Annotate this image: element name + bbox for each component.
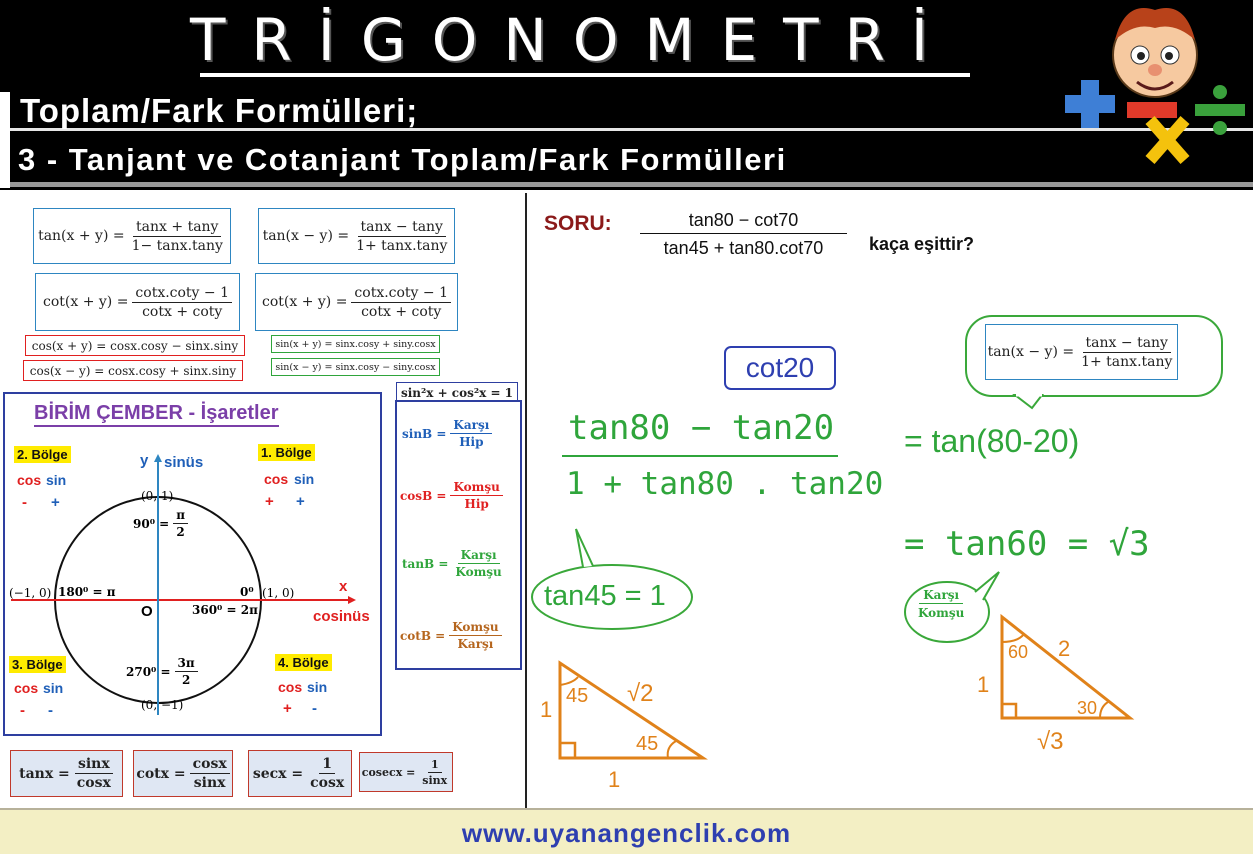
tri1-angle-right: 45: [636, 733, 659, 755]
point-top: (0, 1): [141, 489, 174, 503]
question-label: SORU:: [544, 212, 612, 235]
region-1-cos: cos: [264, 471, 289, 487]
cos-sum-formula: cos(x + y) = cosx.cosy − sinx.siny: [25, 335, 245, 356]
question-ask: kaça eşittir?: [869, 234, 975, 254]
ratio-karsi-komsu: Karşı Komşu: [918, 588, 965, 620]
tri2-angle-top: 60: [1008, 642, 1029, 662]
subtitle-topic: 3 - Tanjant ve Cotanjant Toplam/Fark For…: [18, 142, 787, 177]
angle-0: 0⁰: [240, 585, 254, 599]
subtitle-formulas: Toplam/Fark Formülleri;: [20, 92, 419, 129]
footer-bar: [0, 810, 1253, 854]
unit-circle-title: BİRİM ÇEMBER - İşaretler: [34, 402, 279, 427]
question-numerator: tan80 − cot70: [640, 210, 847, 234]
unit-circle-diagram: [11, 454, 356, 715]
region-4-cos-sign: +: [283, 700, 292, 717]
x-axis-name: cosinüs: [313, 608, 370, 625]
region-4-sin: sin: [307, 679, 328, 695]
region-1-sin: sin: [294, 471, 315, 487]
region-1-cos-sign: +: [265, 493, 274, 510]
tri2-side-a: 1: [977, 672, 990, 697]
tri1-hyp: √2: [627, 680, 654, 707]
region-4-cos: cos: [278, 679, 303, 695]
question-denominator: tan45 + tan80.cot70: [663, 238, 824, 258]
point-left: (−1, 0): [9, 586, 52, 600]
cos-diff-formula: cos(x − y) = cosx.cosy + sinx.siny: [23, 360, 243, 381]
region-3-label: 3. Bölge: [9, 656, 66, 673]
hand-denominator: 1 + tan80 . tan20: [566, 466, 884, 502]
region-3-cos-sign: -: [20, 702, 25, 719]
tri2-side-b: √3: [1037, 728, 1064, 755]
tan45-equals-one: tan45 = 1: [544, 580, 666, 612]
footer-website-link[interactable]: www.uyanangenclik.com: [461, 818, 792, 848]
sin-sum-formula: sin(x + y) = sinx.cosy + siny.cosx: [271, 335, 440, 353]
region-3-cos: cos: [14, 680, 39, 696]
point-bottom: (0, −1): [141, 698, 184, 712]
header-banner: [0, 0, 1253, 190]
tan45-bubble: [531, 528, 693, 630]
region-2-cos-sign: -: [22, 494, 27, 511]
equals-tan60-root3: = tan60 = √3: [904, 524, 1150, 564]
y-axis-name: sinüs: [164, 454, 204, 471]
title-underline: [200, 73, 970, 77]
angle-180: 180⁰ = π: [58, 585, 116, 599]
region-3-sin-sign: -: [48, 702, 53, 719]
angle-360: 360⁰ = 2π: [192, 603, 258, 617]
cot20-annotation: cot20: [724, 346, 836, 390]
header-left-edge: [0, 92, 10, 188]
ratio-bubble: [904, 571, 1000, 643]
sin-diff-formula: sin(x − y) = sinx.cosy − siny.cosx: [271, 358, 440, 376]
tri1-side-b: 1: [608, 767, 621, 792]
header-bottom-divider: [0, 182, 1253, 187]
region-2-sin: sin: [46, 472, 67, 488]
region-3-sin: sin: [43, 680, 64, 696]
hand-numerator: tan80 − tan20: [568, 408, 835, 448]
panel-divider: [525, 193, 527, 808]
tri1-side-a: 1: [540, 697, 553, 722]
tri2-hyp: 2: [1058, 636, 1071, 661]
header-divider: [0, 128, 1253, 131]
region-1-label: 1. Bölge: [258, 444, 315, 461]
y-axis-label: y: [140, 452, 149, 469]
region-2-cos: cos: [17, 472, 42, 488]
x-axis-label: x: [339, 578, 348, 595]
trig-definitions-panel: [395, 400, 522, 670]
region-4-sin-sign: -: [312, 700, 317, 717]
hand-fraction-bar: [562, 455, 838, 457]
origin-label: O: [141, 603, 153, 620]
triangle-45-45-90: [558, 660, 708, 760]
region-2-sin-sign: +: [51, 494, 60, 511]
page-title: TRİGONOMETRİ: [190, 6, 954, 74]
equals-tan-80-20: = tan(80-20): [904, 423, 1080, 459]
footer-divider: [0, 808, 1253, 810]
region-2-label: 2. Bölge: [14, 446, 71, 463]
question-expression: tan80 − cot70 tan45 + tan80.cot70: [640, 210, 847, 259]
point-right: (1, 0): [262, 586, 295, 600]
math-mascot-icon: [1065, 8, 1245, 164]
tri2-angle-right: 30: [1077, 698, 1098, 718]
triangle-30-60-90: [1000, 613, 1135, 720]
region-4-label: 4. Bölge: [275, 654, 332, 671]
region-1-sin-sign: +: [296, 493, 305, 510]
tri1-angle-top: 45: [566, 685, 589, 707]
